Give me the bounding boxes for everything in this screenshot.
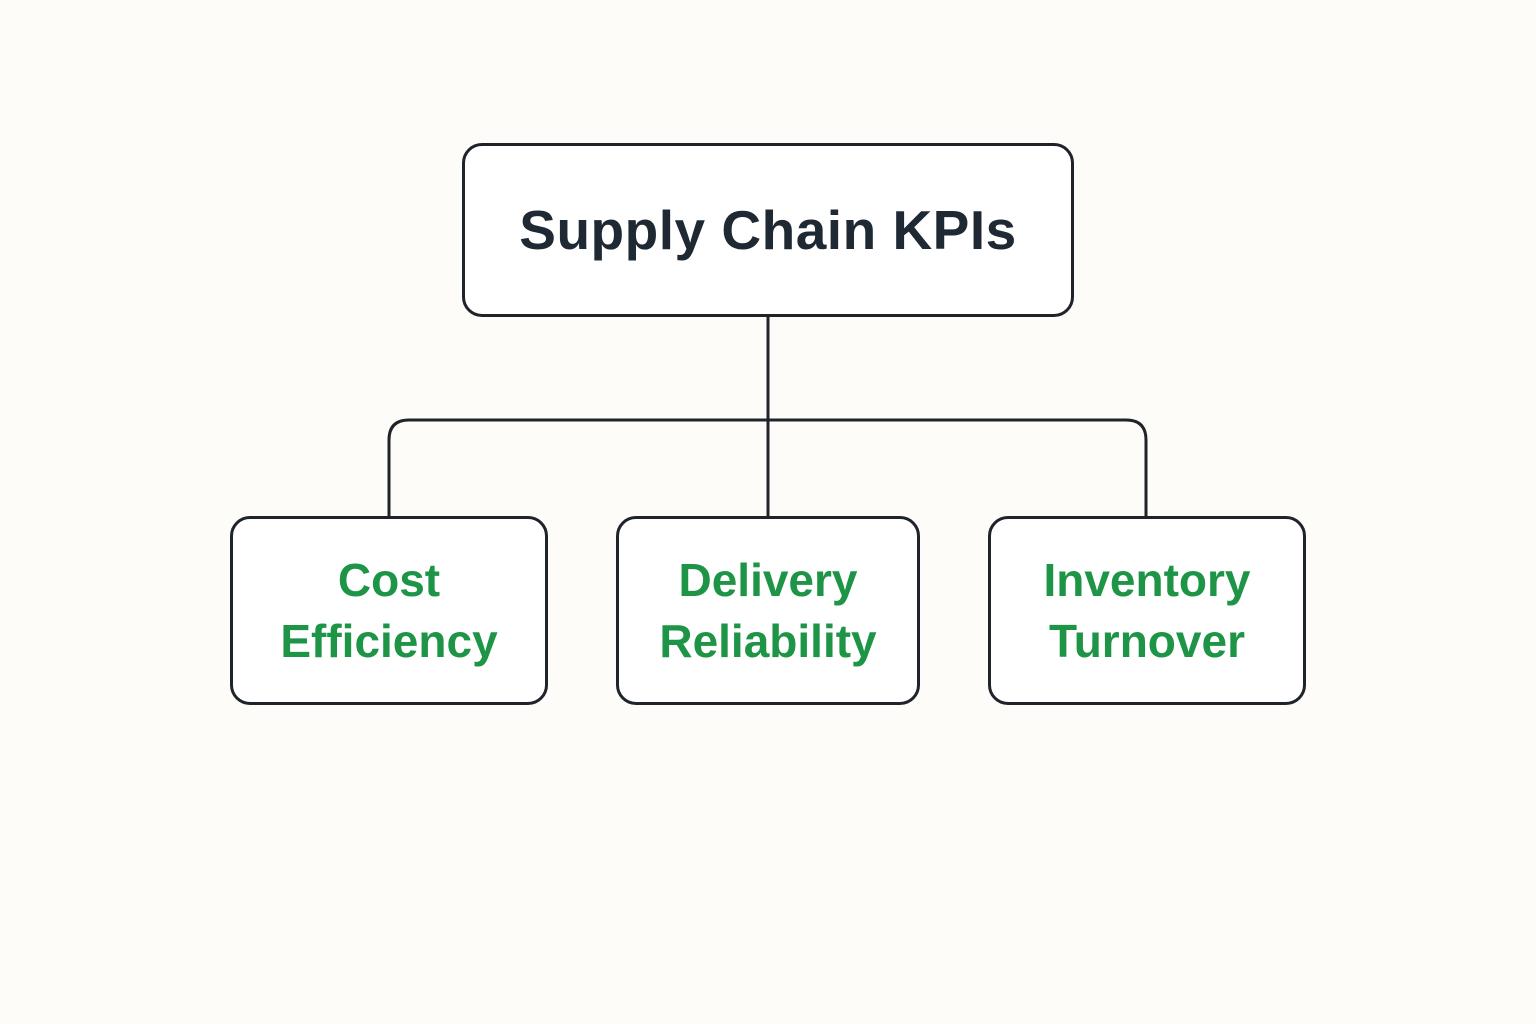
child-label-line1: Cost	[337, 553, 441, 606]
child-label-line1: Delivery	[678, 553, 858, 606]
child-node-inventory-turnover: Inventory Turnover	[988, 516, 1306, 705]
child-label: Inventory Turnover	[1043, 550, 1250, 672]
child-node-delivery-reliability: Delivery Reliability	[616, 516, 920, 705]
child-label-line2: Turnover	[1049, 614, 1245, 667]
root-node: Supply Chain KPIs	[462, 143, 1074, 317]
child-label: Delivery Reliability	[659, 550, 876, 672]
child-label-line2: Efficiency	[280, 614, 498, 667]
root-label: Supply Chain KPIs	[519, 199, 1017, 261]
child-label: Cost Efficiency	[280, 550, 497, 672]
child-node-cost-efficiency: Cost Efficiency	[230, 516, 548, 705]
branch-bar-line	[387, 418, 1148, 516]
child-label-line1: Inventory	[1043, 553, 1251, 606]
child-label-line2: Reliability	[659, 614, 877, 667]
